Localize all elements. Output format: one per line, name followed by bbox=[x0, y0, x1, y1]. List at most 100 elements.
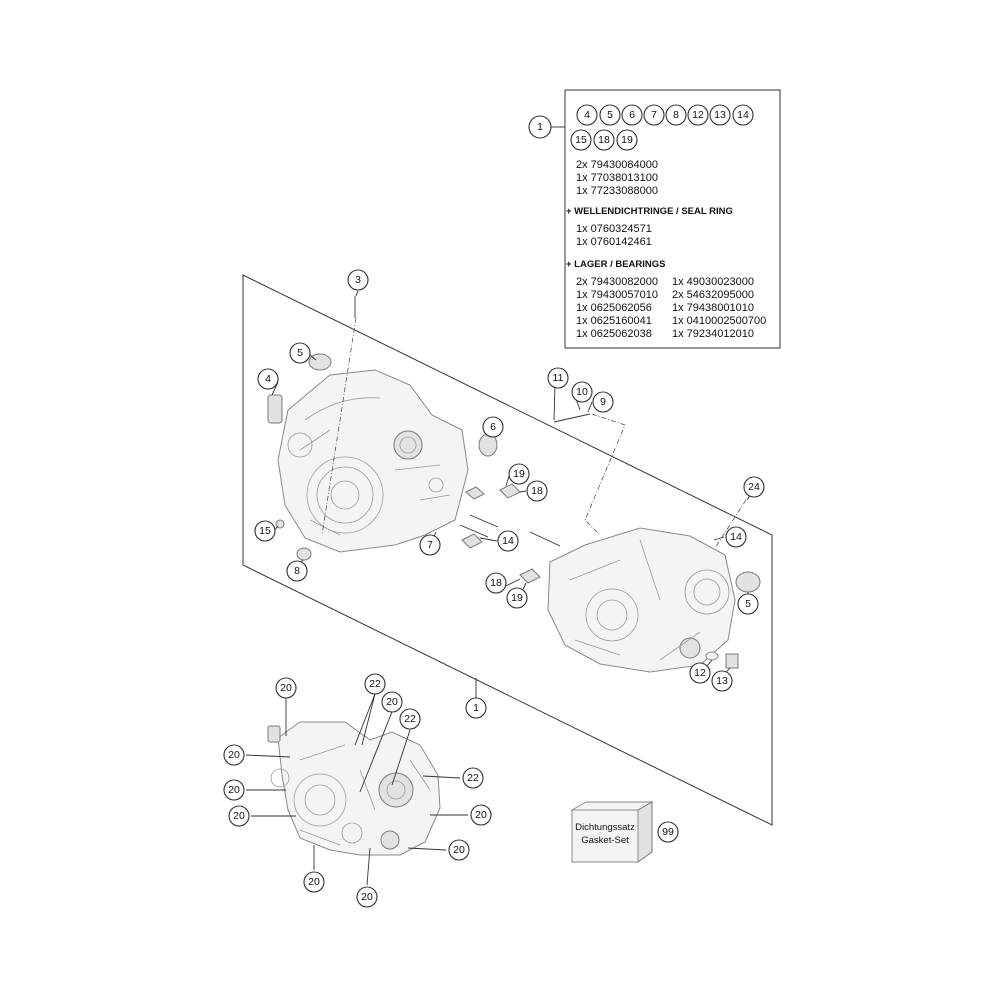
crankcase-gasket-view[interactable] bbox=[267, 721, 441, 856]
part-callout[interactable]: 20 bbox=[223, 779, 245, 801]
part-callout[interactable]: 20 bbox=[470, 804, 492, 826]
callout-number: 13 bbox=[714, 109, 726, 121]
gasket-set-callout[interactable]: 99 bbox=[657, 821, 679, 843]
callout-number: 19 bbox=[621, 134, 633, 146]
part-callout[interactable]: 20 bbox=[303, 871, 325, 893]
part-callout[interactable]: 11 bbox=[547, 367, 569, 389]
part-callout[interactable]: 3 bbox=[347, 269, 369, 291]
legend-frame bbox=[564, 89, 781, 349]
callout-number: 20 bbox=[475, 809, 487, 821]
legend-part-callout[interactable]: 4 bbox=[576, 104, 598, 126]
callout-number: 22 bbox=[369, 678, 381, 690]
bolt-part bbox=[459, 524, 489, 538]
part-callout[interactable]: 20 bbox=[228, 805, 250, 827]
group1-line: 1x 77038013100 bbox=[576, 172, 658, 184]
legend-part-callout[interactable]: 12 bbox=[687, 104, 709, 126]
part-callout[interactable]: 19 bbox=[506, 587, 528, 609]
callout-number: 11 bbox=[553, 372, 564, 384]
part-callout[interactable]: 20 bbox=[275, 677, 297, 699]
part-callout[interactable]: 13 bbox=[711, 670, 733, 692]
callout-number: 14 bbox=[737, 109, 749, 121]
part-callout[interactable]: 20 bbox=[448, 839, 470, 861]
part-callout[interactable]: 10 bbox=[571, 381, 593, 403]
part-callout[interactable]: 4 bbox=[257, 368, 279, 390]
legend-part-callout[interactable]: 15 bbox=[570, 129, 592, 151]
part-callout[interactable]: 24 bbox=[743, 476, 765, 498]
part-callout[interactable]: 22 bbox=[399, 708, 421, 730]
part-callout[interactable]: 22 bbox=[462, 767, 484, 789]
part-callout[interactable]: 15 bbox=[254, 520, 276, 542]
callout-number: 19 bbox=[513, 468, 525, 480]
callout-number: 7 bbox=[427, 539, 433, 551]
part-callout[interactable]: 20 bbox=[223, 744, 245, 766]
part-callout[interactable]: 1 bbox=[465, 697, 487, 719]
gasket-set-box[interactable]: Dichtungssatz Gasket-Set bbox=[570, 801, 654, 863]
callout-number: 22 bbox=[467, 772, 479, 784]
callout-number: 5 bbox=[607, 109, 613, 121]
callout-number: 8 bbox=[673, 109, 679, 121]
bearing-line: 2x 54632095000 bbox=[672, 289, 754, 301]
callout-number: 20 bbox=[280, 682, 292, 694]
part-callout[interactable]: 7 bbox=[419, 534, 441, 556]
callout-number: 20 bbox=[453, 844, 465, 856]
callout-number: 12 bbox=[694, 667, 706, 679]
right-crankcase-half[interactable] bbox=[547, 527, 736, 673]
gasket-set-label-de: Dichtungssatz bbox=[575, 822, 635, 833]
callout-number: 8 bbox=[294, 565, 300, 577]
callout-number: 19 bbox=[511, 592, 523, 604]
part-callout[interactable]: 6 bbox=[482, 416, 504, 438]
center-line bbox=[584, 413, 626, 536]
gasket-set-label-en: Gasket-Set bbox=[581, 835, 629, 846]
bolt-part bbox=[469, 514, 499, 528]
callout-number: 6 bbox=[490, 421, 496, 433]
part-callout[interactable]: 20 bbox=[356, 886, 378, 908]
legend-main-callout[interactable]: 1 bbox=[528, 115, 552, 139]
seal-line: 1x 0760142461 bbox=[576, 236, 652, 248]
bearing-line: 1x 0410002500700 bbox=[672, 315, 766, 327]
callout-number: 15 bbox=[575, 134, 587, 146]
legend-part-callout[interactable]: 19 bbox=[616, 129, 638, 151]
part-callout[interactable]: 22 bbox=[364, 673, 386, 695]
part-callout[interactable]: 14 bbox=[497, 530, 519, 552]
callout-number: 20 bbox=[228, 784, 240, 796]
callout-number: 13 bbox=[716, 675, 728, 687]
bearing-line: 2x 79430082000 bbox=[576, 276, 658, 288]
part-callout[interactable]: 5 bbox=[737, 593, 759, 615]
part-callout[interactable]: 20 bbox=[381, 691, 403, 713]
part-callout[interactable]: 19 bbox=[508, 463, 530, 485]
seal-ring-heading: + WELLENDICHTRINGE / SEAL RING bbox=[566, 206, 733, 217]
callout-number: 5 bbox=[297, 347, 303, 359]
clip-part bbox=[499, 483, 521, 499]
assembly-frame bbox=[242, 274, 773, 826]
callout-number: 4 bbox=[265, 373, 271, 385]
part-callout[interactable]: 18 bbox=[485, 572, 507, 594]
callout-number: 14 bbox=[502, 535, 514, 547]
legend-part-callout[interactable]: 18 bbox=[593, 129, 615, 151]
callout-number: 9 bbox=[600, 396, 606, 408]
part-callout[interactable]: 8 bbox=[286, 560, 308, 582]
legend-part-callout[interactable]: 8 bbox=[665, 104, 687, 126]
callout-number: 18 bbox=[490, 577, 502, 589]
bushing-part bbox=[735, 571, 761, 593]
legend-part-callout[interactable]: 6 bbox=[621, 104, 643, 126]
legend-part-callout[interactable]: 7 bbox=[643, 104, 665, 126]
clip-part bbox=[519, 568, 541, 584]
legend-part-callout[interactable]: 13 bbox=[709, 104, 731, 126]
part-callout[interactable]: 18 bbox=[526, 480, 548, 502]
part-callout[interactable]: 5 bbox=[289, 342, 311, 364]
clip-part bbox=[461, 533, 483, 549]
legend-part-callout[interactable]: 14 bbox=[732, 104, 754, 126]
drain-plug-part bbox=[725, 653, 739, 669]
legend-part-callout[interactable]: 5 bbox=[599, 104, 621, 126]
callout-number: 10 bbox=[576, 386, 588, 398]
bearing-line: 1x 0625160041 bbox=[576, 315, 652, 327]
callout-number: 22 bbox=[404, 713, 416, 725]
callout-number: 20 bbox=[228, 749, 240, 761]
part-callout[interactable]: 12 bbox=[689, 662, 711, 684]
callout-number: 3 bbox=[355, 274, 361, 286]
left-crankcase-half[interactable] bbox=[277, 369, 469, 553]
part-callout[interactable]: 14 bbox=[725, 526, 747, 548]
part-callout[interactable]: 9 bbox=[592, 391, 614, 413]
